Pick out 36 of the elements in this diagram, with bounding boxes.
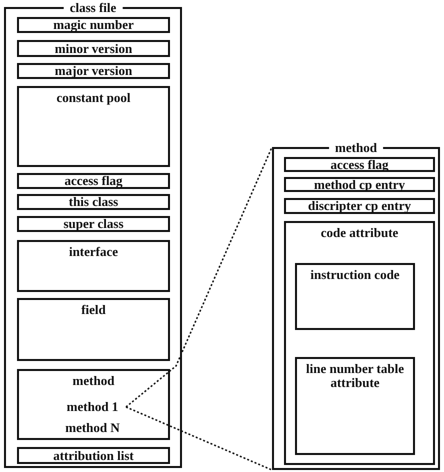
box-label: constant pool bbox=[55, 91, 132, 105]
method-label: method N bbox=[55, 419, 130, 437]
box-label: discripter cp entry bbox=[306, 199, 412, 213]
field-box bbox=[17, 216, 170, 232]
section-box bbox=[17, 369, 170, 440]
box-label: access flag bbox=[63, 174, 124, 188]
section-box bbox=[17, 240, 170, 292]
box-label: field bbox=[80, 303, 107, 317]
section-box bbox=[284, 221, 435, 465]
field-box bbox=[17, 40, 170, 57]
box-label: super class bbox=[62, 217, 125, 231]
box-label: attribution list bbox=[52, 448, 135, 462]
section-box bbox=[295, 357, 415, 455]
box-label: major version bbox=[54, 64, 134, 78]
section-box bbox=[17, 86, 170, 167]
field-box bbox=[284, 198, 435, 214]
method-label: method 1 bbox=[55, 398, 130, 416]
field-box bbox=[284, 157, 435, 172]
field-box bbox=[17, 447, 170, 464]
box-label: this class bbox=[68, 195, 120, 209]
field-box bbox=[17, 173, 170, 189]
zoom-connector bbox=[126, 406, 272, 471]
zoom-connector bbox=[126, 146, 273, 408]
box-label: line number table attribute bbox=[305, 362, 405, 390]
field-box bbox=[17, 194, 170, 210]
section-box bbox=[295, 263, 415, 330]
box-label: code attribute bbox=[320, 226, 400, 240]
field-box bbox=[17, 17, 170, 33]
field-box bbox=[17, 63, 170, 79]
field-box bbox=[284, 177, 435, 192]
box-label: interface bbox=[68, 245, 120, 259]
box-label: magic number bbox=[52, 18, 135, 32]
box-label: instruction code bbox=[309, 268, 401, 282]
box-label: minor version bbox=[54, 42, 134, 56]
section-box bbox=[17, 298, 170, 361]
box-label: method bbox=[72, 374, 116, 388]
